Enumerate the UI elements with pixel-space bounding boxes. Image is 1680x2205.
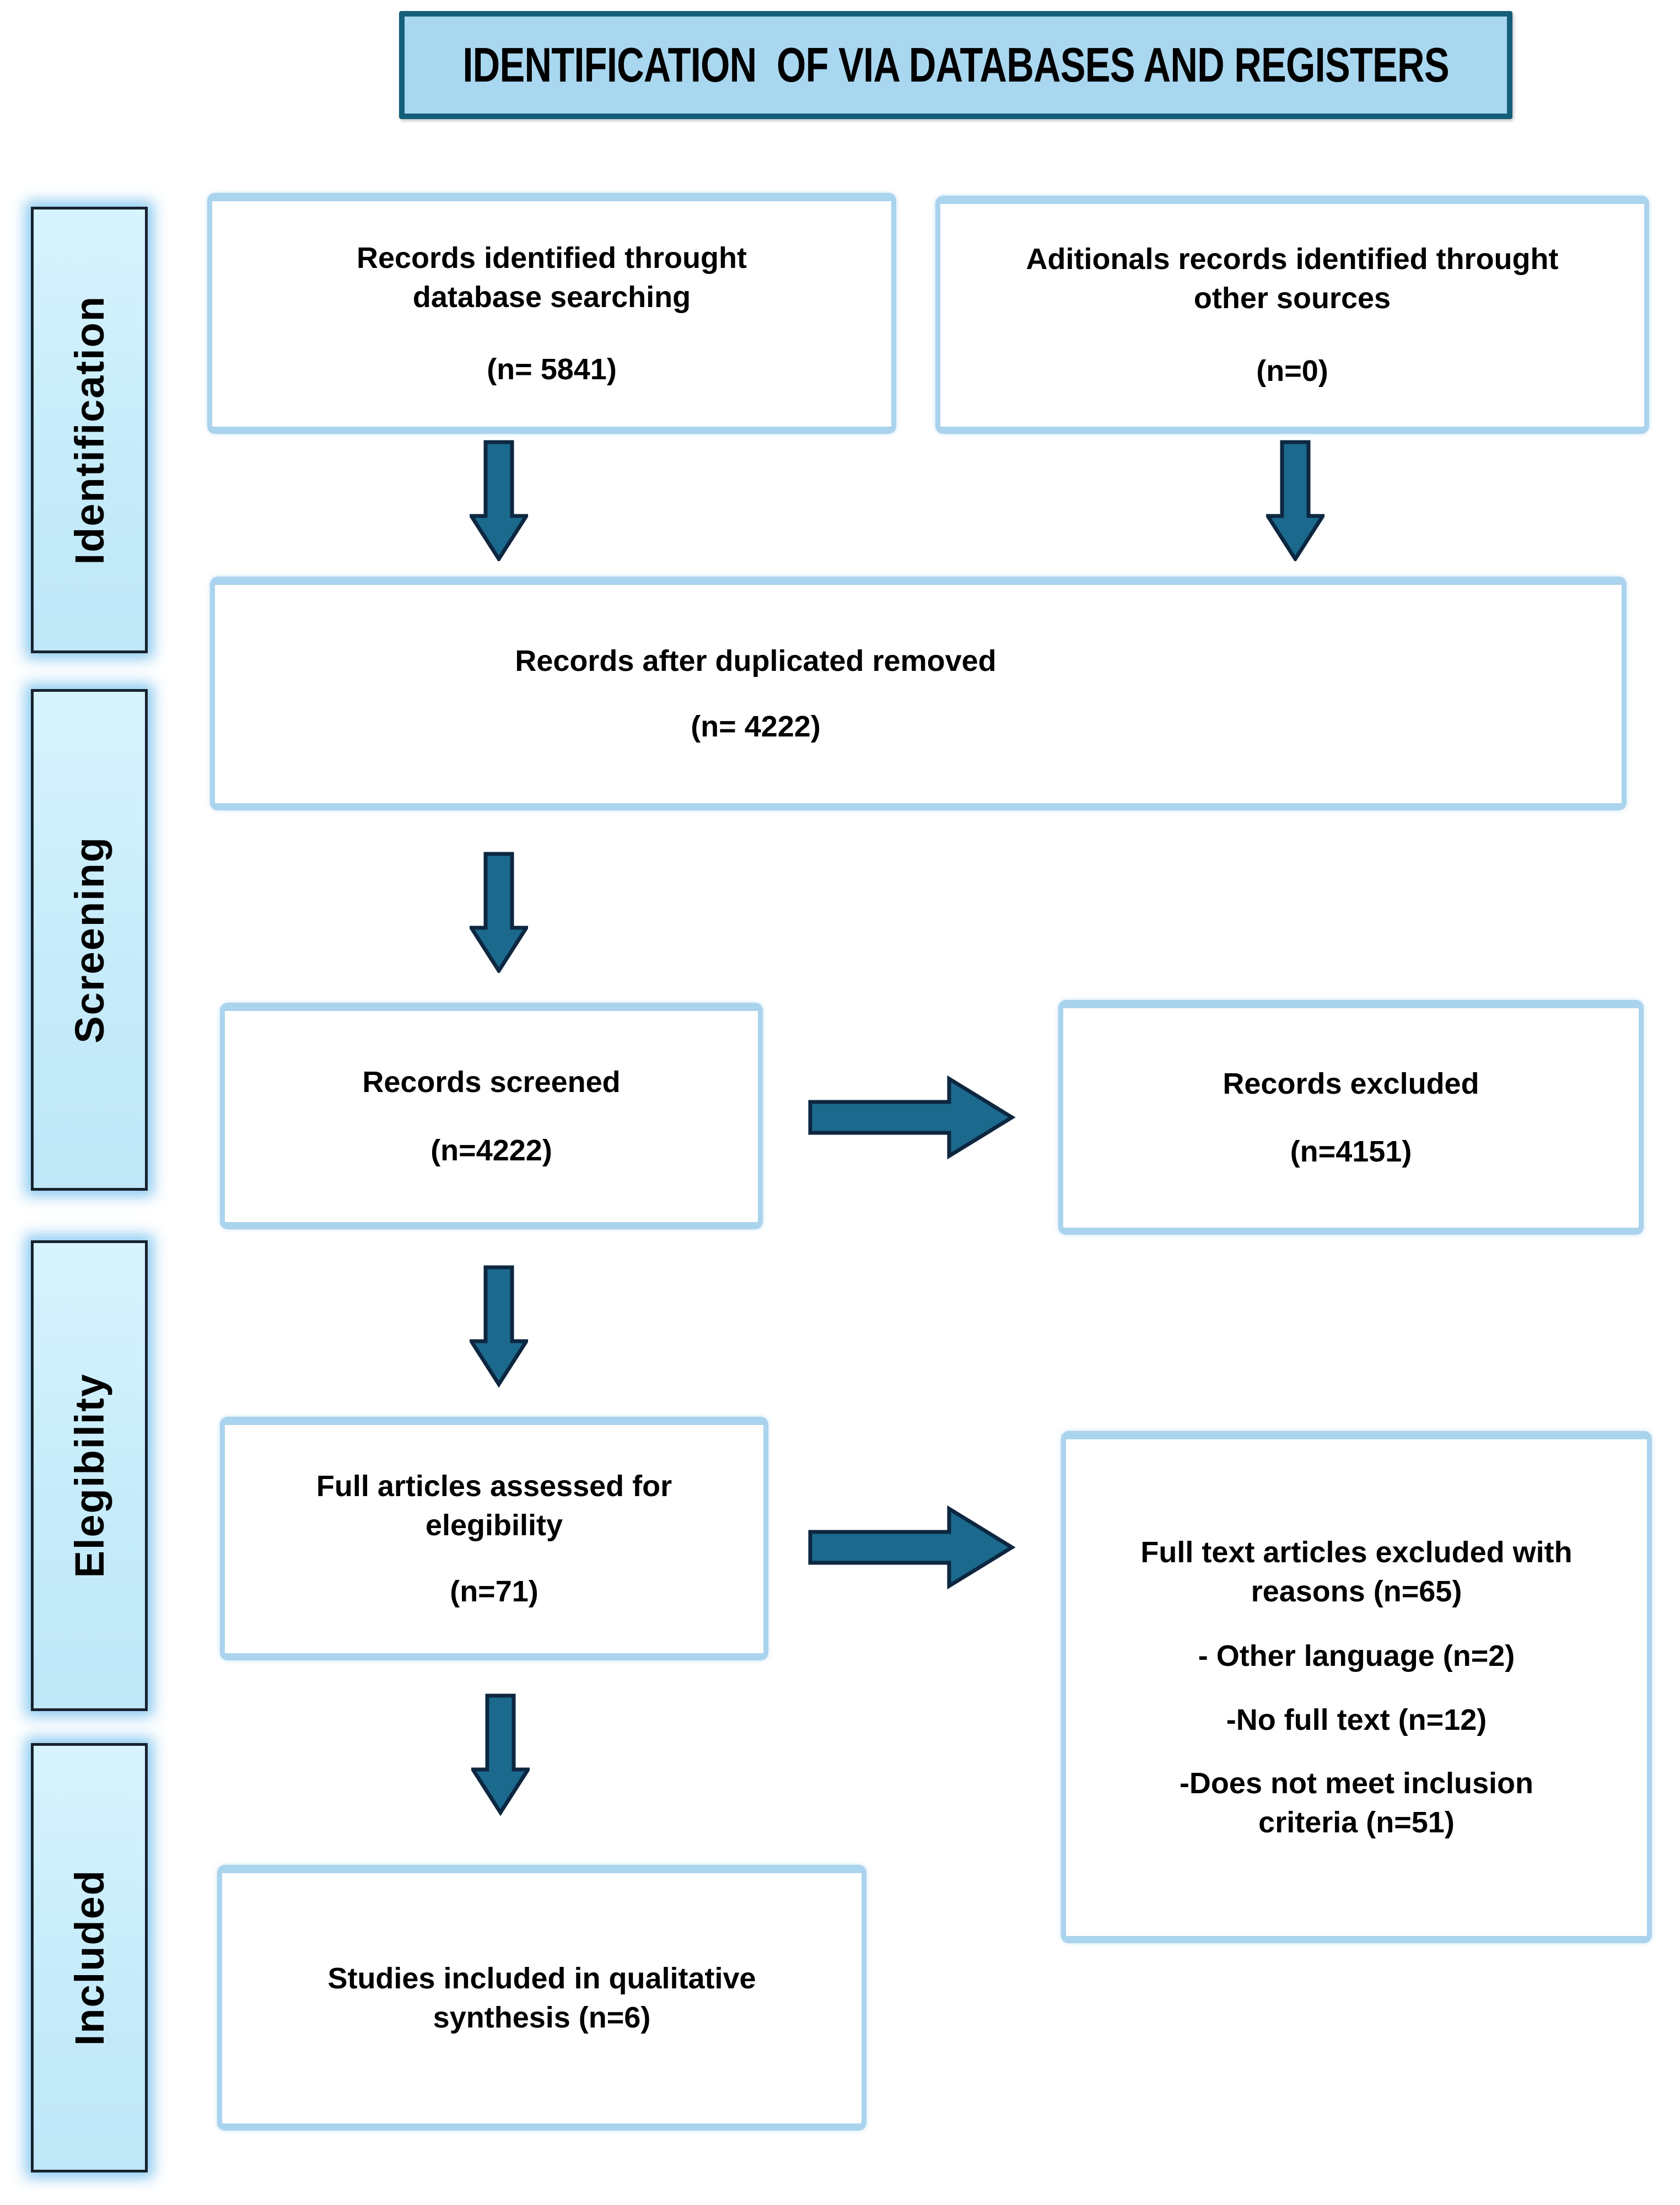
box-records-screened-label: Records screened — [362, 1066, 621, 1099]
stage-identification: Identification — [31, 207, 148, 653]
box-records-excluded: Records excluded (n=4151) — [1058, 1000, 1644, 1235]
exclusion-reason-item: -No full text (n=12) — [1226, 1703, 1487, 1736]
down-arrow-icon — [471, 1693, 530, 1816]
down-arrow-icon — [470, 440, 528, 561]
box-records-screened-count: (n=4222) — [430, 1133, 552, 1167]
box-duplicates-removed-label: Records after duplicated removed — [515, 644, 997, 677]
box-studies-included-label: Studies included in qualitative synthesi… — [327, 1961, 756, 2034]
box-fulltext-excluded: Full text articles excluded with reasons… — [1061, 1431, 1652, 1943]
box-additional-records-label: Aditionals records identified throught o… — [1026, 243, 1559, 315]
arrow-screened-to-assessed — [470, 1263, 528, 1388]
diagram-title-banner: IDENTIFICATION OF VIA DATABASES AND REGI… — [399, 11, 1512, 119]
arrow-screened-to-excluded — [807, 1072, 1016, 1163]
box-records-identified-count: (n= 5841) — [487, 353, 617, 386]
box-fulltext-assessed-label: Full articles assessed for elegibility — [316, 1470, 672, 1542]
box-duplicates-removed-count: (n= 4222) — [691, 710, 821, 743]
stage-elegibility: Elegibility — [31, 1240, 148, 1711]
box-records-excluded-count: (n=4151) — [1290, 1135, 1412, 1168]
box-records-excluded-label: Records excluded — [1223, 1067, 1479, 1100]
arrow-othersources-to-dedup — [1266, 440, 1324, 561]
exclusion-reasons-list: - Other language (n=2) -No full text (n=… — [1180, 1637, 1533, 1842]
arrow-dedup-to-screened — [470, 852, 528, 973]
box-fulltext-assessed: Full articles assessed for elegibility (… — [220, 1417, 768, 1660]
arrow-assessed-to-fulltext-excluded — [807, 1502, 1016, 1593]
stage-elegibility-label: Elegibility — [66, 1373, 112, 1578]
diagram-title: IDENTIFICATION OF VIA DATABASES AND REGI… — [462, 37, 1449, 92]
box-fulltext-excluded-heading: Full text articles excluded with reasons… — [1140, 1535, 1573, 1608]
box-records-identified-label: Records identified throught database sea… — [357, 241, 747, 314]
box-duplicates-removed: Records after duplicated removed (n= 422… — [210, 577, 1627, 810]
exclusion-reason-item: - Other language (n=2) — [1198, 1639, 1515, 1673]
stage-included-label: Included — [66, 1869, 112, 2046]
down-arrow-icon — [1266, 440, 1324, 561]
box-records-identified: Records identified throught database sea… — [207, 193, 896, 434]
stage-screening-label: Screening — [66, 836, 112, 1044]
box-additional-records-count: (n=0) — [1256, 354, 1328, 388]
stage-identification-label: Identification — [66, 295, 112, 565]
arrow-dbsearch-to-dedup — [470, 440, 528, 561]
down-arrow-icon — [470, 852, 528, 973]
down-arrow-icon — [470, 1265, 528, 1388]
exclusion-reason-item: -Does not meet inclusion criteria (n=51) — [1179, 1766, 1534, 1840]
arrow-assessed-to-included — [471, 1690, 530, 1818]
box-fulltext-assessed-count: (n=71) — [450, 1574, 539, 1608]
right-arrow-icon — [808, 1505, 1016, 1590]
box-additional-records: Aditionals records identified throught o… — [935, 196, 1649, 434]
right-arrow-icon — [808, 1075, 1016, 1160]
stage-screening: Screening — [31, 689, 148, 1191]
box-records-screened: Records screened (n=4222) — [220, 1003, 763, 1229]
stage-included: Included — [31, 1743, 148, 2172]
box-studies-included: Studies included in qualitative synthesi… — [217, 1865, 866, 2131]
